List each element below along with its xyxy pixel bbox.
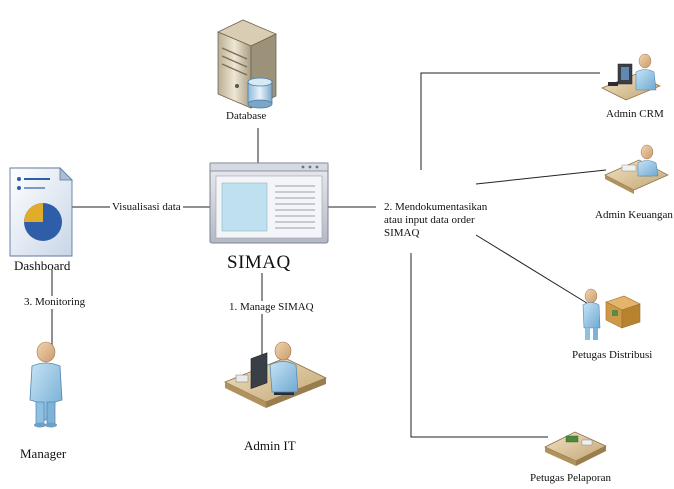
edge-admin-crm xyxy=(420,72,600,170)
edge-label-visualisasi: Visualisasi data xyxy=(110,201,183,214)
simaq-label: SIMAQ xyxy=(227,252,291,273)
edge-petugas-pelaporan xyxy=(410,253,548,438)
report-document-icon xyxy=(9,167,73,257)
admin-crm-label: Admin CRM xyxy=(606,108,664,120)
admin-it-label: Admin IT xyxy=(244,438,296,453)
edge-label-monitoring: 3. Monitoring xyxy=(22,296,88,309)
edge-label-dokumentasi: 2. Mendokumentasikan atau input data ord… xyxy=(384,201,488,239)
person-icon xyxy=(29,341,63,428)
petugas-distribusi-label: Petugas Distribusi xyxy=(572,349,653,361)
manager-label: Manager xyxy=(20,446,67,461)
workstation-user-icon xyxy=(224,341,327,408)
edge-petugas-distribusi xyxy=(475,234,591,306)
petugas-pelaporan-label: Petugas Pelaporan xyxy=(530,472,611,484)
connector-lines xyxy=(51,72,607,438)
edge-label-manage: 1. Manage SIMAQ xyxy=(227,301,316,314)
application-window-icon xyxy=(209,162,329,244)
database-cylinder-icon xyxy=(247,77,273,109)
server-icon xyxy=(217,19,277,109)
dashboard-label: Dashboard xyxy=(14,258,71,273)
edge-admin-keuangan xyxy=(475,169,607,185)
desk-icon xyxy=(544,431,607,466)
desk-user-icon xyxy=(604,144,669,194)
delivery-person-icon xyxy=(582,288,641,340)
workstation-user-icon xyxy=(601,53,661,101)
admin-keuangan-label: Admin Keuangan xyxy=(595,209,673,221)
database-label: Database xyxy=(226,110,267,122)
